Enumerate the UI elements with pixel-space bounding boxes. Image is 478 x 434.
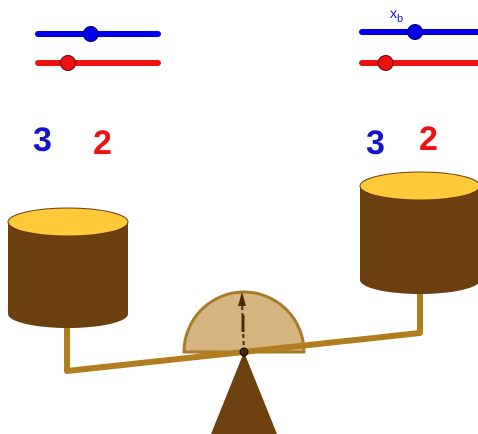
pivot-point (240, 348, 248, 356)
right-blue-slider-label: xb (390, 6, 403, 26)
left-barrel-top (8, 208, 128, 236)
left-red-slider-knob[interactable] (61, 56, 76, 71)
right-blue-slider-knob[interactable] (408, 25, 423, 40)
left-blue-slider[interactable] (38, 27, 158, 42)
left-red-slider[interactable] (38, 56, 158, 71)
right-red-count: 2 (419, 122, 438, 156)
right-barrel (360, 172, 478, 294)
right-red-slider-knob[interactable] (378, 56, 393, 71)
slider-label-var: x (390, 5, 397, 21)
slider-label-subscript: b (397, 13, 403, 25)
left-barrel (8, 208, 128, 328)
left-red-count: 2 (93, 126, 112, 160)
fulcrum (211, 352, 277, 434)
right-red-slider[interactable] (362, 56, 478, 71)
left-blue-count: 3 (33, 123, 52, 157)
right-blue-slider[interactable] (362, 25, 478, 40)
right-barrel-top (360, 172, 478, 200)
right-blue-count: 3 (366, 126, 385, 160)
left-blue-slider-knob[interactable] (83, 27, 98, 42)
